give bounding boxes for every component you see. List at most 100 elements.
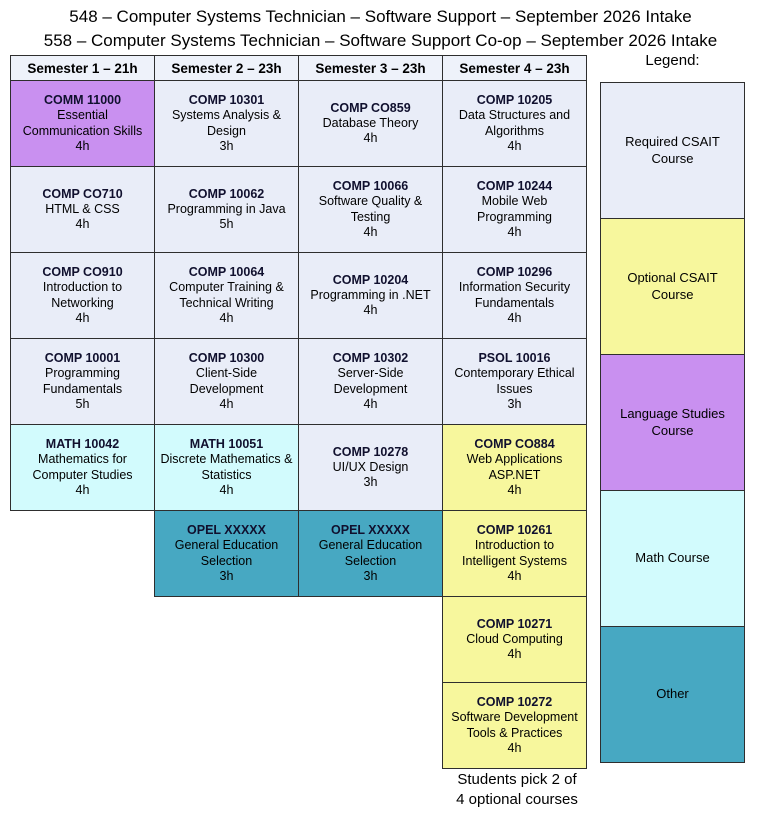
- semester-header: Semester 4 – 23h: [442, 55, 587, 81]
- course-name: Database Theory: [322, 115, 419, 130]
- course-code: COMP 10261: [476, 523, 553, 537]
- course-hours: 4h: [75, 217, 90, 232]
- legend-item: Math Course: [600, 490, 745, 627]
- course-code: COMP 10278: [332, 444, 409, 459]
- note-line-1: Students pick 2 of: [457, 771, 577, 788]
- course-hours: 4h: [363, 396, 378, 411]
- course-code: COMP CO910: [42, 265, 123, 279]
- course-name: Web Applications ASP.NET: [466, 452, 563, 482]
- course-name: Cloud Computing: [466, 631, 563, 646]
- course-name: Client-Side Development: [189, 366, 264, 396]
- course-name: Essential Communication Skills: [22, 108, 143, 138]
- course-hours: 3h: [219, 568, 234, 583]
- course-code: COMP CO859: [330, 100, 411, 115]
- course-hours: 4h: [219, 482, 234, 497]
- legend-title: Legend:: [645, 52, 700, 69]
- course-code: COMP 10064: [188, 265, 265, 279]
- course-code: MATH 10051: [189, 437, 264, 451]
- optional-courses-note: Students pick 2 of 4 optional courses: [442, 770, 592, 810]
- course-code: COMP 10296: [476, 265, 553, 279]
- course-code: COMP 10062: [188, 186, 265, 201]
- course-code: OPEL XXXXX: [331, 523, 410, 537]
- course-name: Programming in .NET: [310, 287, 431, 302]
- course-hours: 4h: [219, 310, 234, 325]
- title-line-548: 548 – Computer Systems Technician – Soft…: [69, 7, 692, 26]
- course-hours: 4h: [507, 224, 522, 239]
- course-name: Data Structures and Algorithms: [458, 108, 571, 138]
- course-hours: 4h: [507, 740, 522, 755]
- course-code: COMP 10272: [476, 695, 553, 709]
- course-hours: 4h: [75, 482, 90, 497]
- semester-header: Semester 3 – 23h: [298, 55, 443, 81]
- course-hours: 4h: [75, 138, 90, 153]
- semester-header: Semester 1 – 21h: [10, 55, 155, 81]
- course-code: COMP 10066: [332, 179, 409, 193]
- course-hours: 4h: [219, 396, 234, 411]
- course-name: General Education Selection: [174, 538, 279, 568]
- course-hours: 4h: [75, 310, 90, 325]
- course-code: COMP CO710: [42, 186, 123, 201]
- course-hours: 4h: [507, 482, 522, 497]
- course-name: UI/UX Design: [332, 459, 409, 474]
- course-name: Mathematics for Computer Studies: [32, 452, 133, 482]
- course-hours: 3h: [363, 568, 378, 583]
- course-code: PSOL 10016: [478, 351, 551, 365]
- course-hours: 4h: [363, 131, 378, 146]
- course-code: COMP CO884: [474, 437, 555, 451]
- legend-item: Language Studies Course: [600, 354, 745, 491]
- course-code: COMP 10300: [188, 351, 265, 365]
- course-hours: 3h: [363, 475, 378, 490]
- course-code: COMP 10205: [476, 93, 553, 107]
- page-titles: 548 – Computer Systems Technician – Soft…: [0, 5, 761, 53]
- course-name: Computer Training & Technical Writing: [169, 280, 284, 310]
- legend-item: Optional CSAIT Course: [600, 218, 745, 355]
- course-name: Programming Fundamentals: [42, 366, 123, 396]
- course-name: Systems Analysis & Design: [171, 108, 282, 138]
- course-hours: 3h: [219, 138, 234, 153]
- legend-item: Other: [600, 626, 745, 763]
- course-code: COMP 10001: [44, 351, 121, 365]
- course-name: Introduction to Networking: [42, 280, 123, 310]
- course-code: COMM 11000: [43, 93, 122, 107]
- course-hours: 5h: [75, 396, 90, 411]
- course-name: Contemporary Ethical Issues: [454, 366, 575, 396]
- course-code: COMP 10271: [476, 616, 553, 631]
- semester-header: Semester 2 – 23h: [154, 55, 299, 81]
- course-code: COMP 10301: [188, 93, 265, 107]
- course-name: General Education Selection: [318, 538, 423, 568]
- course-name: Information Security Fundamentals: [458, 280, 571, 310]
- course-name: Discrete Mathematics & Statistics: [160, 452, 293, 482]
- course-name: Software Quality & Testing: [318, 194, 423, 224]
- course-hours: 4h: [363, 303, 378, 318]
- course-name: HTML & CSS: [45, 201, 120, 216]
- course-code: COMP 10302: [332, 351, 409, 365]
- course-code: OPEL XXXXX: [187, 523, 266, 537]
